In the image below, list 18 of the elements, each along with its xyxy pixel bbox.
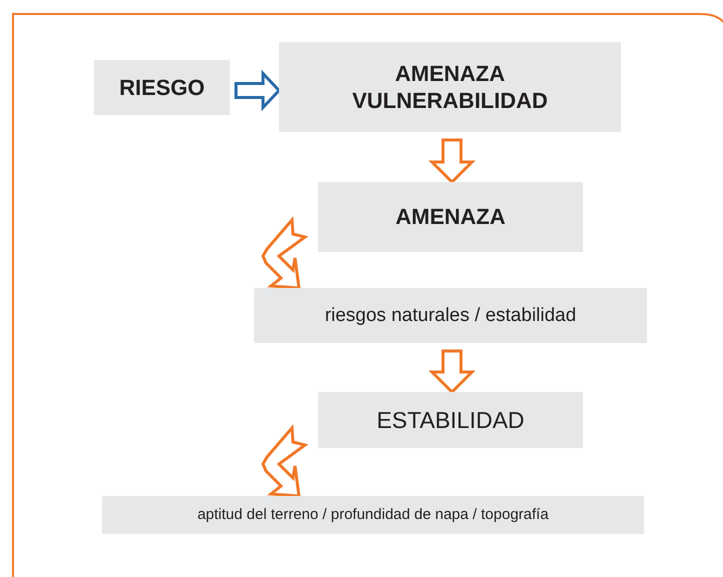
arrow [428,138,476,184]
arrow [234,70,282,112]
arrow [428,350,476,394]
box-label: ESTABILIDAD [376,406,524,434]
arrow [261,216,308,290]
text-box [318,392,583,448]
text-box [102,496,644,534]
arrow [261,424,308,498]
text-box [318,182,583,252]
text-box [279,42,621,132]
box-label: RIESGO [119,74,205,102]
box-label: riesgos naturales / estabilidad [324,304,576,328]
text-box [254,288,647,343]
box-label: AMENAZA [396,203,506,231]
box-label: AMENAZA [395,60,505,87]
box-label: aptitud del terreno / profundidad de napa / topografía [197,506,549,524]
box-label: VULNERABILIDAD [352,87,548,114]
text-box [94,60,230,115]
